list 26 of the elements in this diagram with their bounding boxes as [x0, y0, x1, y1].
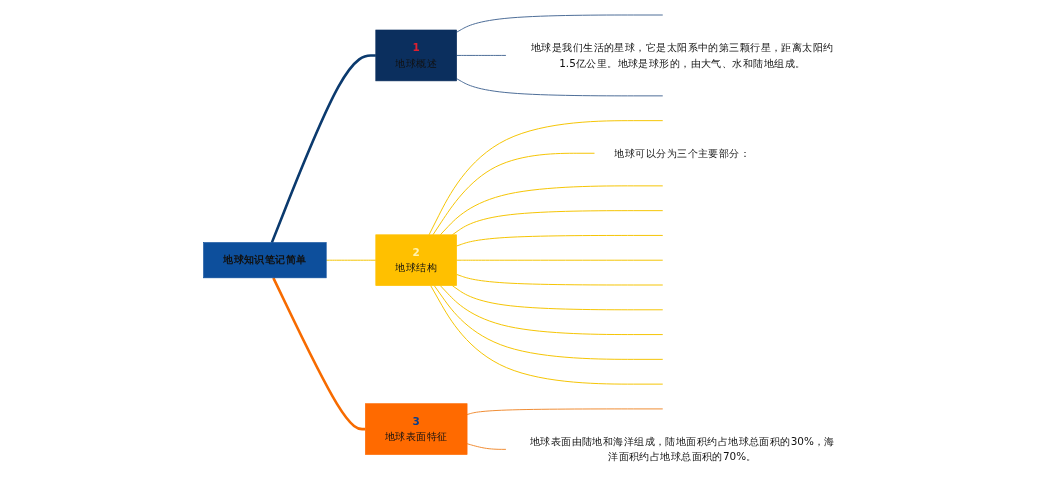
connector [451, 210, 663, 236]
connector [433, 285, 663, 360]
node-text: 地球是我们生活的星球，它是太阳系中的第三颗行星，距离太阳约1.5亿公里。地球是球形的，由大气、水和陆地组成。 [530, 41, 834, 70]
connector [439, 185, 663, 236]
connector [439, 285, 663, 336]
connector [455, 14, 663, 33]
connector [451, 285, 663, 311]
node-box [374, 234, 457, 286]
connector [455, 54, 507, 56]
connector [455, 259, 663, 261]
connector [270, 54, 376, 244]
connector [429, 285, 663, 385]
node-box [202, 242, 327, 279]
connector [466, 408, 663, 415]
connector [428, 120, 663, 236]
connector [432, 152, 595, 236]
node-text: 地球可以分为三个主要部分： [613, 146, 750, 160]
node-box [364, 403, 467, 455]
connector [455, 234, 663, 247]
node-box [374, 29, 457, 82]
connector [271, 277, 365, 431]
connector [325, 259, 376, 261]
connector [466, 443, 507, 450]
node-text: 地球表面由陆地和海洋组成，陆地面积约占地球总面积的30%，海洋面积约占地球总面积的70%。 [529, 435, 835, 464]
connector [455, 273, 663, 286]
connector [455, 78, 663, 97]
